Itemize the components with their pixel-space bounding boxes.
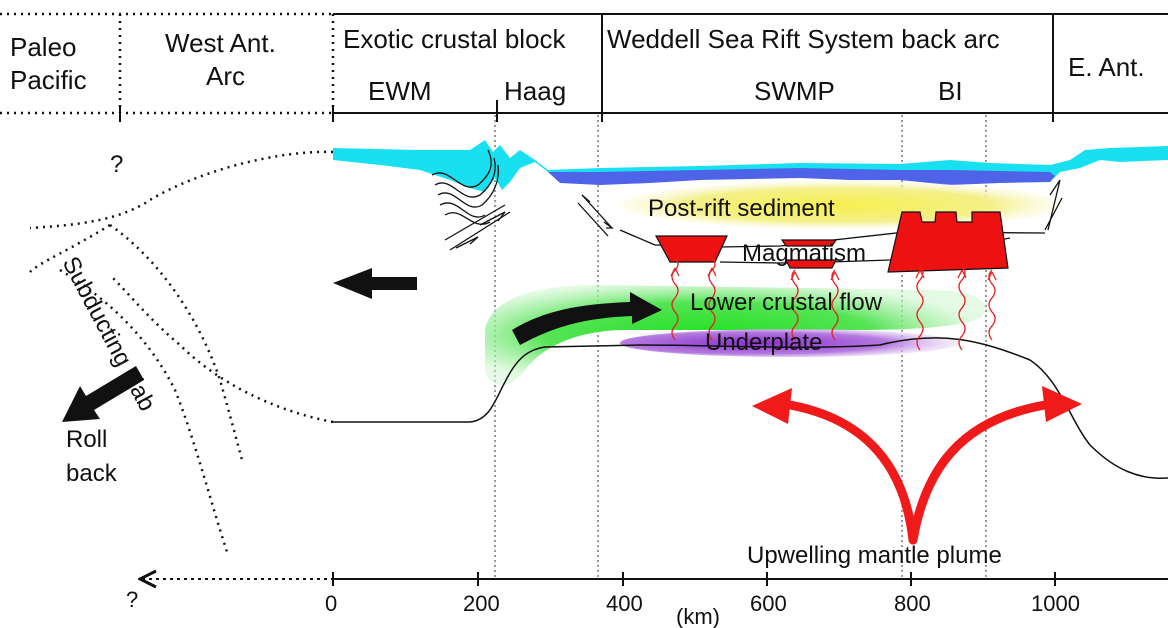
axis-tick-label: 800: [894, 591, 931, 616]
post-rift-sediment-label: Post-rift sediment: [648, 195, 835, 222]
subregion-label-bi: BI: [938, 76, 963, 106]
subducting-slab-lower: [59, 268, 230, 556]
axis-tick-label: 600: [750, 591, 787, 616]
axis-unknown-marker: ?: [126, 587, 138, 612]
roll-back-arrow: [62, 366, 144, 422]
melt-ascent-arrows: [670, 257, 997, 351]
unknown-marker-top: ?: [110, 151, 123, 178]
normal-faults: [577, 179, 1063, 246]
crustal-flow-arrow: [512, 292, 662, 345]
axis-unit-label: (km): [676, 604, 720, 628]
plume-arrowhead-right: [1042, 386, 1082, 422]
region-label-west-line2: Arc: [206, 61, 245, 91]
upwelling-mantle-plume-label: Upwelling mantle plume: [747, 542, 1002, 569]
distance-axis: ? 0 200 400 600 800 1000 (km): [126, 572, 1168, 628]
region-label-weddell: Weddell Sea Rift System back arc: [607, 24, 1000, 54]
region-label-west-line1: West Ant.: [165, 28, 276, 58]
axis-tick-label: 400: [606, 591, 643, 616]
roll-back-label-line2: back: [66, 460, 118, 487]
crust-base-line: [333, 337, 1168, 479]
lower-crustal-flow-label: Lower crustal flow: [690, 289, 883, 316]
underplate-label: Underplate: [705, 329, 822, 356]
plume-arrowhead-left: [752, 388, 792, 424]
subregion-label-ewm: EWM: [368, 76, 432, 106]
magma-body-3: [785, 259, 837, 269]
magma-body-4: [887, 211, 1009, 273]
region-label-paleo-line2: Pacific: [10, 65, 87, 95]
deep-water-basin: [548, 168, 1055, 185]
axis-tick-label: 0: [325, 591, 337, 616]
roll-back-label-line1: Roll: [66, 426, 107, 453]
westward-motion-arrow: [333, 268, 417, 299]
magmatism-label: Magmatism: [742, 240, 866, 267]
mantle-plume-arrow: [785, 400, 1050, 545]
subregion-label-haag: Haag: [504, 76, 566, 106]
subducting-slab-base: [109, 274, 334, 424]
magma-body-1: [654, 235, 728, 263]
header: Paleo Pacific West Ant. Arc Exotic crust…: [0, 12, 1168, 122]
magma-body-2: [780, 239, 838, 247]
underplate-layer: [620, 329, 960, 357]
axis-tick-label: 200: [463, 591, 500, 616]
subregion-label-swmp: SWMP: [754, 76, 835, 106]
region-label-east: E. Ant.: [1068, 52, 1145, 82]
region-label-paleo-line1: Paleo: [10, 32, 77, 62]
axis-tick-label: 1000: [1031, 591, 1080, 616]
region-label-exotic: Exotic crustal block: [343, 24, 567, 54]
subducting-slab-top: [109, 223, 244, 461]
west-basement-line: [29, 150, 334, 230]
fold-thrust-belt: [431, 149, 511, 251]
